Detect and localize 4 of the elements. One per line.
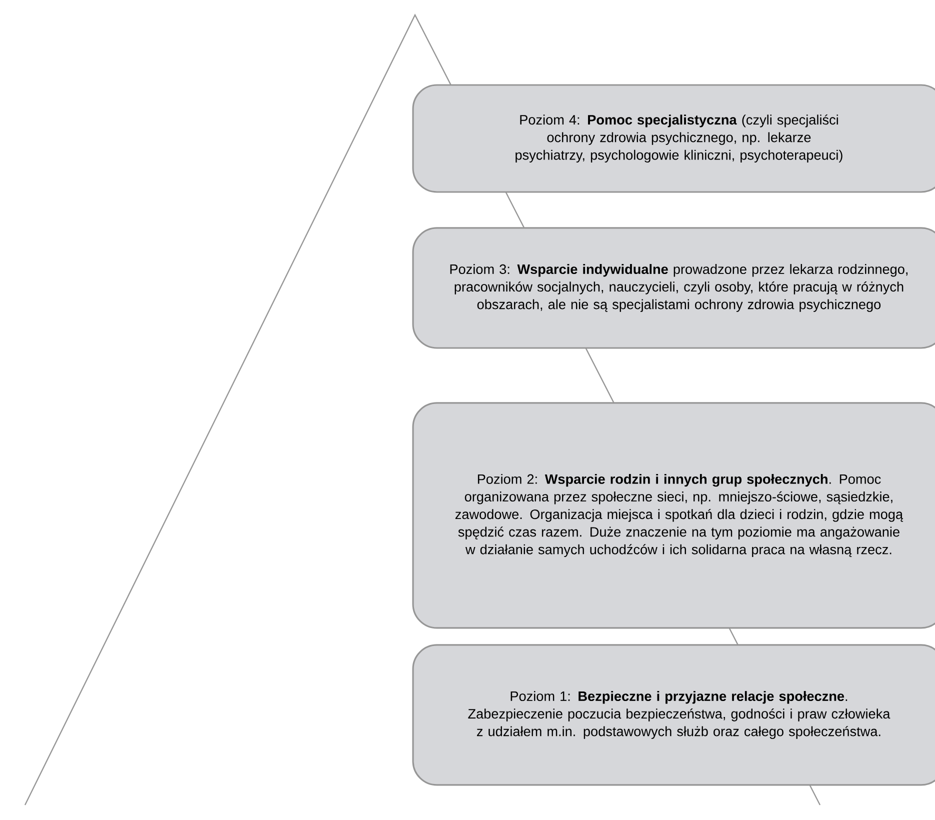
level-box: Poziom 3: Wsparcie indywidualne prowadzone przez lekarza rodzinnego, pracowników socjalnych, nauczycieli, czyli osoby, które pracują w różnych obszarach, ale nie są specjalistami ochrony zdrowia psychicznego <box>412 227 935 349</box>
level-box: Poziom 4: Pomoc specjalistyczna (czyli specjaliści ochrony zdrowia psychicznego, np. lekarze psychiatrzy, psychologowie kliniczni, psychoterapeuci) <box>412 84 935 193</box>
level-box: Poziom 2: Wsparcie rodzin i innych grup społecznych. Pomoc organizowana przez społeczne sieci, np. mniejszo-ściowe, sąsiedzkie, zawodowe. Organizacja miejsca i spotkań dla dzieci i rodzin, gdzie mogą spędzić czas razem. Duże znaczenie na tym poziomie ma angażowanie w działanie samych uchodźców i ich solidarna praca na własną rzecz. <box>412 402 935 629</box>
level-box: Poziom 1: Bezpieczne i przyjazne relacje społeczne. Zabezpieczenie poczucia bezpieczeństwa, godności i praw człowieka z udziałem m.in. podstawowych służb oraz całego społeczeństwa. <box>412 644 935 786</box>
